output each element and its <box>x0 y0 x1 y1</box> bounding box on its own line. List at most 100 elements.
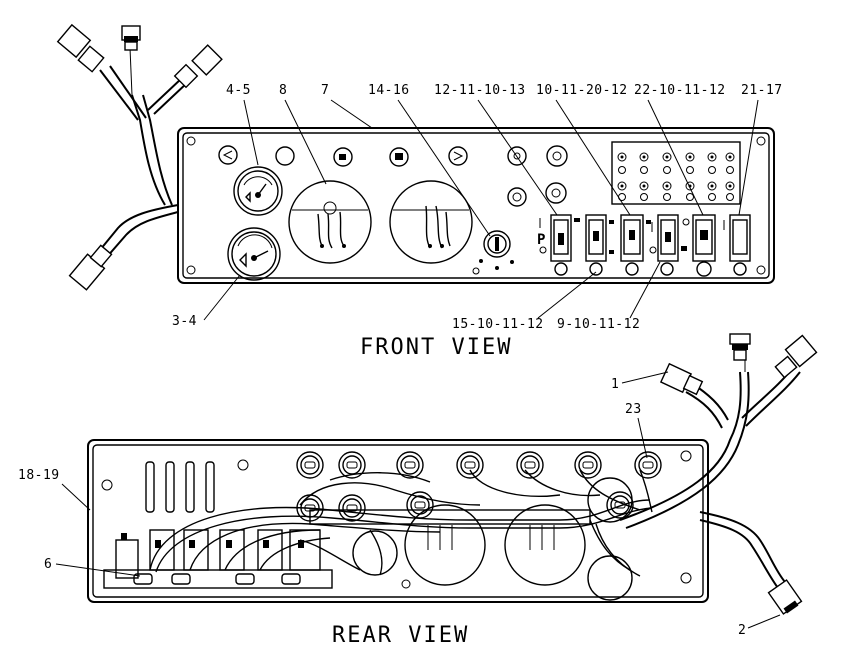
bulb-socket-tab <box>404 461 416 469</box>
rocker-switch-bank: P <box>537 214 751 277</box>
matrix-lamp <box>725 181 735 191</box>
front-wiring-harness <box>99 47 189 259</box>
bulb-socket <box>296 451 324 479</box>
indicator-glow-plug-icon <box>507 187 527 207</box>
callout-18-19: 18-19 <box>18 468 60 483</box>
callout-10-11-20-12: 10-11-20-12 <box>536 83 628 98</box>
matrix-lamp <box>726 166 734 174</box>
matrix-lamp-symbol <box>710 184 714 188</box>
front-harness-connector-left <box>68 244 113 291</box>
callout-8: 8 <box>279 83 287 98</box>
rocker-switch-1 <box>550 214 580 276</box>
matrix-lamp <box>725 152 735 162</box>
matrix-lamp <box>617 152 627 162</box>
rocker-switch-4 <box>657 214 687 276</box>
matrix-lamp-symbol <box>642 155 646 159</box>
indicator-fuel-icon <box>389 147 409 167</box>
rear-harness-connector-bottom <box>767 579 803 615</box>
matrix-lamp-symbol <box>688 155 692 159</box>
indicator-turn-left-icon <box>218 145 238 165</box>
front-harness-connector-top-right <box>173 44 223 89</box>
rear-callouts: 1 23 18-19 6 2 <box>18 371 781 638</box>
matrix-lamp <box>708 166 716 174</box>
rear-harness-connector-top <box>729 333 751 361</box>
indicator-warning-icon <box>545 182 567 204</box>
rear-harness-connector-left <box>659 362 704 396</box>
callout-23: 23 <box>625 402 642 417</box>
front-harness-connector-top-center <box>121 25 141 51</box>
callout-22-10-11-12: 22-10-11-12 <box>634 83 726 98</box>
matrix-lamp <box>639 152 649 162</box>
switch-2-symbol-icon <box>589 262 603 276</box>
switch-5-symbol-icon <box>696 261 712 277</box>
gauge-opening-right <box>389 180 473 264</box>
indicator-fan-icon <box>546 145 568 167</box>
matrix-lamp <box>662 181 672 191</box>
front-callouts: 4-5 8 7 14-16 12-11-10-13 10-11-20-12 22… <box>172 83 783 332</box>
bulb-socket-tab <box>346 504 358 512</box>
matrix-lamp <box>617 181 627 191</box>
matrix-lamp <box>663 193 671 201</box>
bulb-socket-tab <box>524 461 536 469</box>
front-harness-connector-top-left <box>56 23 105 73</box>
rear-view-title: REAR VIEW <box>332 623 469 648</box>
matrix-lamp <box>685 181 695 191</box>
indicator-lamp-icon <box>275 146 295 166</box>
bulb-socket <box>456 451 484 479</box>
switch-3-symbol-icon <box>625 262 639 276</box>
bulb-socket-tab <box>304 461 316 469</box>
bulb-socket <box>400 455 420 475</box>
indicator-turn-right-icon <box>448 146 468 166</box>
callout-6: 6 <box>44 557 52 572</box>
matrix-lamp-symbol <box>642 184 646 188</box>
bulb-socket <box>578 455 598 475</box>
rocker-switch-3 <box>620 214 651 276</box>
gauge-upper-left <box>233 166 283 216</box>
rocker-switch-6 <box>729 214 751 276</box>
matrix-lamp <box>639 181 649 191</box>
bulb-socket-tab <box>346 461 358 469</box>
rear-panel <box>87 439 709 603</box>
matrix-lamp <box>640 193 648 201</box>
matrix-lamp-symbol <box>620 155 624 159</box>
callout-15-10-11-12: 15-10-11-12 <box>452 317 544 332</box>
bulb-socket-tab <box>414 501 426 509</box>
indicator-matrix <box>611 141 741 205</box>
matrix-lamp-symbol <box>728 184 732 188</box>
callout-14-16: 14-16 <box>368 83 410 98</box>
bulb-socket <box>300 455 320 475</box>
switch-1-symbol-icon <box>554 262 568 276</box>
matrix-lamp <box>663 166 671 174</box>
matrix-lamp <box>708 193 716 201</box>
matrix-lamp <box>686 166 694 174</box>
matrix-lamp <box>726 193 734 201</box>
bulb-socket <box>460 455 480 475</box>
bulb-socket <box>610 495 630 515</box>
park-switch-mark: P <box>537 232 545 248</box>
callout-3-4: 3-4 <box>172 314 197 329</box>
matrix-lamp-symbol <box>665 184 669 188</box>
callout-21-17: 21-17 <box>741 83 783 98</box>
bulb-socket <box>634 451 662 479</box>
bulb-socket <box>342 455 362 475</box>
bulb-socket <box>342 498 362 518</box>
callout-7: 7 <box>321 83 329 98</box>
callout-2: 2 <box>738 623 746 638</box>
matrix-lamp-symbol <box>710 155 714 159</box>
bulb-socket-tab <box>464 461 476 469</box>
front-view-title: FRONT VIEW <box>360 335 512 360</box>
matrix-lamp <box>662 152 672 162</box>
bulb-socket <box>638 455 658 475</box>
matrix-lamp <box>686 193 694 201</box>
gauge-opening-left <box>288 180 372 264</box>
bulb-socket <box>606 491 634 519</box>
matrix-lamp <box>618 166 626 174</box>
bulb-socket-tab <box>642 461 654 469</box>
rocker-switch-5 <box>682 214 716 277</box>
rear-harness-connector-top-right <box>774 334 818 379</box>
bulb-socket-tab <box>582 461 594 469</box>
rear-gauge-bodies <box>352 477 633 601</box>
rear-wire-bundle <box>149 469 653 577</box>
bulb-socket <box>574 451 602 479</box>
callout-9-10-11-12: 9-10-11-12 <box>557 317 640 332</box>
